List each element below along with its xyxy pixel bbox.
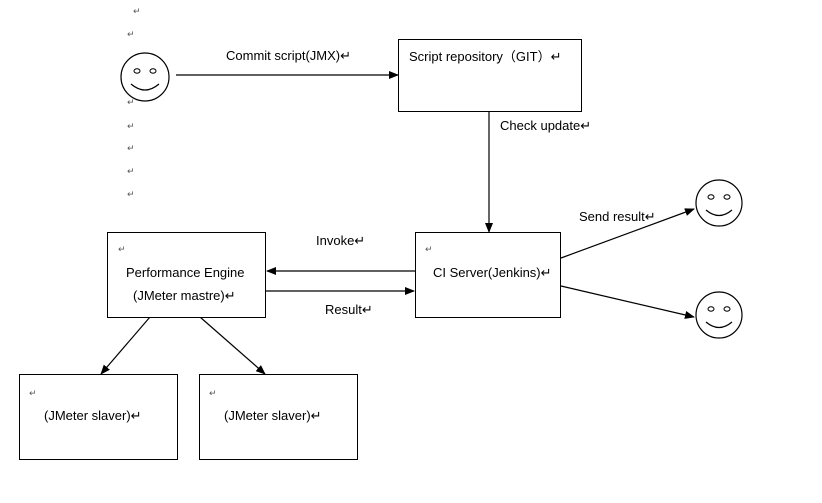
result-label: Result↵ [325,302,373,317]
jmeter-slave-label-1: (JMeter slaver)↵ [44,408,142,423]
performance-engine-box [107,232,266,318]
send-result-label: Send result↵ [579,209,656,224]
jmeter-slave-label-2: (JMeter slaver)↵ [224,408,322,423]
engine-label-line-1: Performance Engine [126,265,245,280]
paragraph-mark: ↵ [29,388,37,398]
recipient-smiley-icon-1 [695,179,743,227]
paragraph-mark: ↵ [133,6,141,16]
slave-1-arrow [100,316,151,375]
engine-label-line-2: (JMeter mastre)↵ [133,288,236,303]
paragraph-mark: ↵ [425,244,433,254]
check-update-label: Check update↵ [500,118,592,133]
ci-server-label: CI Server(Jenkins)↵ [433,265,552,280]
script-repository-box [398,39,582,112]
send-result-arrow-2 [560,285,695,319]
ci-server-box [415,232,561,318]
invoke-label: Invoke↵ [316,233,366,248]
paragraph-mark: ↵ [127,189,135,199]
recipient-smiley-icon-2 [695,291,743,339]
jmeter-slave-box-2 [199,374,358,460]
paragraph-mark: ↵ [127,143,135,153]
paragraph-mark: ↵ [127,166,135,176]
paragraph-mark: ↵ [118,244,126,254]
commit-script-label: Commit script(JMX)↵ [226,48,351,63]
script-repository-label: Script repository（GIT）↵ [409,49,562,64]
developer-smiley-icon [120,52,170,102]
paragraph-mark: ↵ [127,29,135,39]
jmeter-slave-box-1 [19,374,178,460]
slave-2-arrow [199,316,266,375]
paragraph-mark: ↵ [127,97,135,107]
paragraph-mark: ↵ [127,121,135,131]
paragraph-mark: ↵ [209,388,217,398]
send-result-arrow-1 [560,208,695,259]
